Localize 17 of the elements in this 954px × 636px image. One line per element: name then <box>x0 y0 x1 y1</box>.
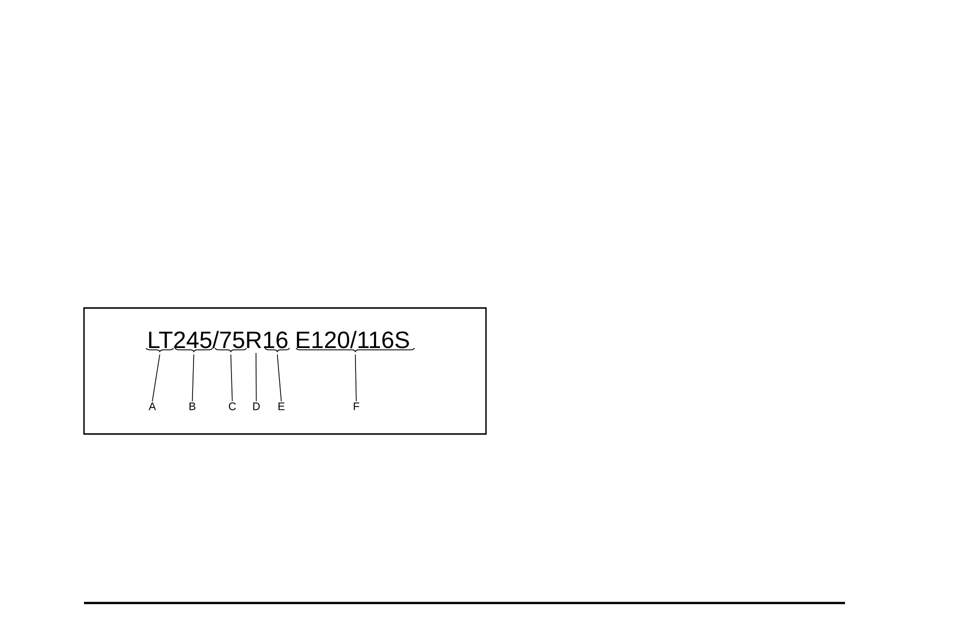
leader-line <box>276 354 282 402</box>
leader-line <box>192 354 194 402</box>
brace <box>296 348 415 352</box>
callout-letter: A <box>148 402 156 410</box>
leader-line <box>230 354 233 402</box>
brace <box>264 348 290 352</box>
callout-letter: F <box>354 402 360 410</box>
leader-line <box>256 352 257 402</box>
callout-letter: E <box>278 402 284 410</box>
brace <box>146 348 174 352</box>
brace <box>174 348 213 352</box>
callout-letter: C <box>228 402 236 410</box>
brace <box>214 348 247 352</box>
leader-line <box>354 354 357 402</box>
leader-line <box>152 354 160 402</box>
callout-letter: D <box>253 402 260 410</box>
callout-letter: B <box>190 402 196 410</box>
